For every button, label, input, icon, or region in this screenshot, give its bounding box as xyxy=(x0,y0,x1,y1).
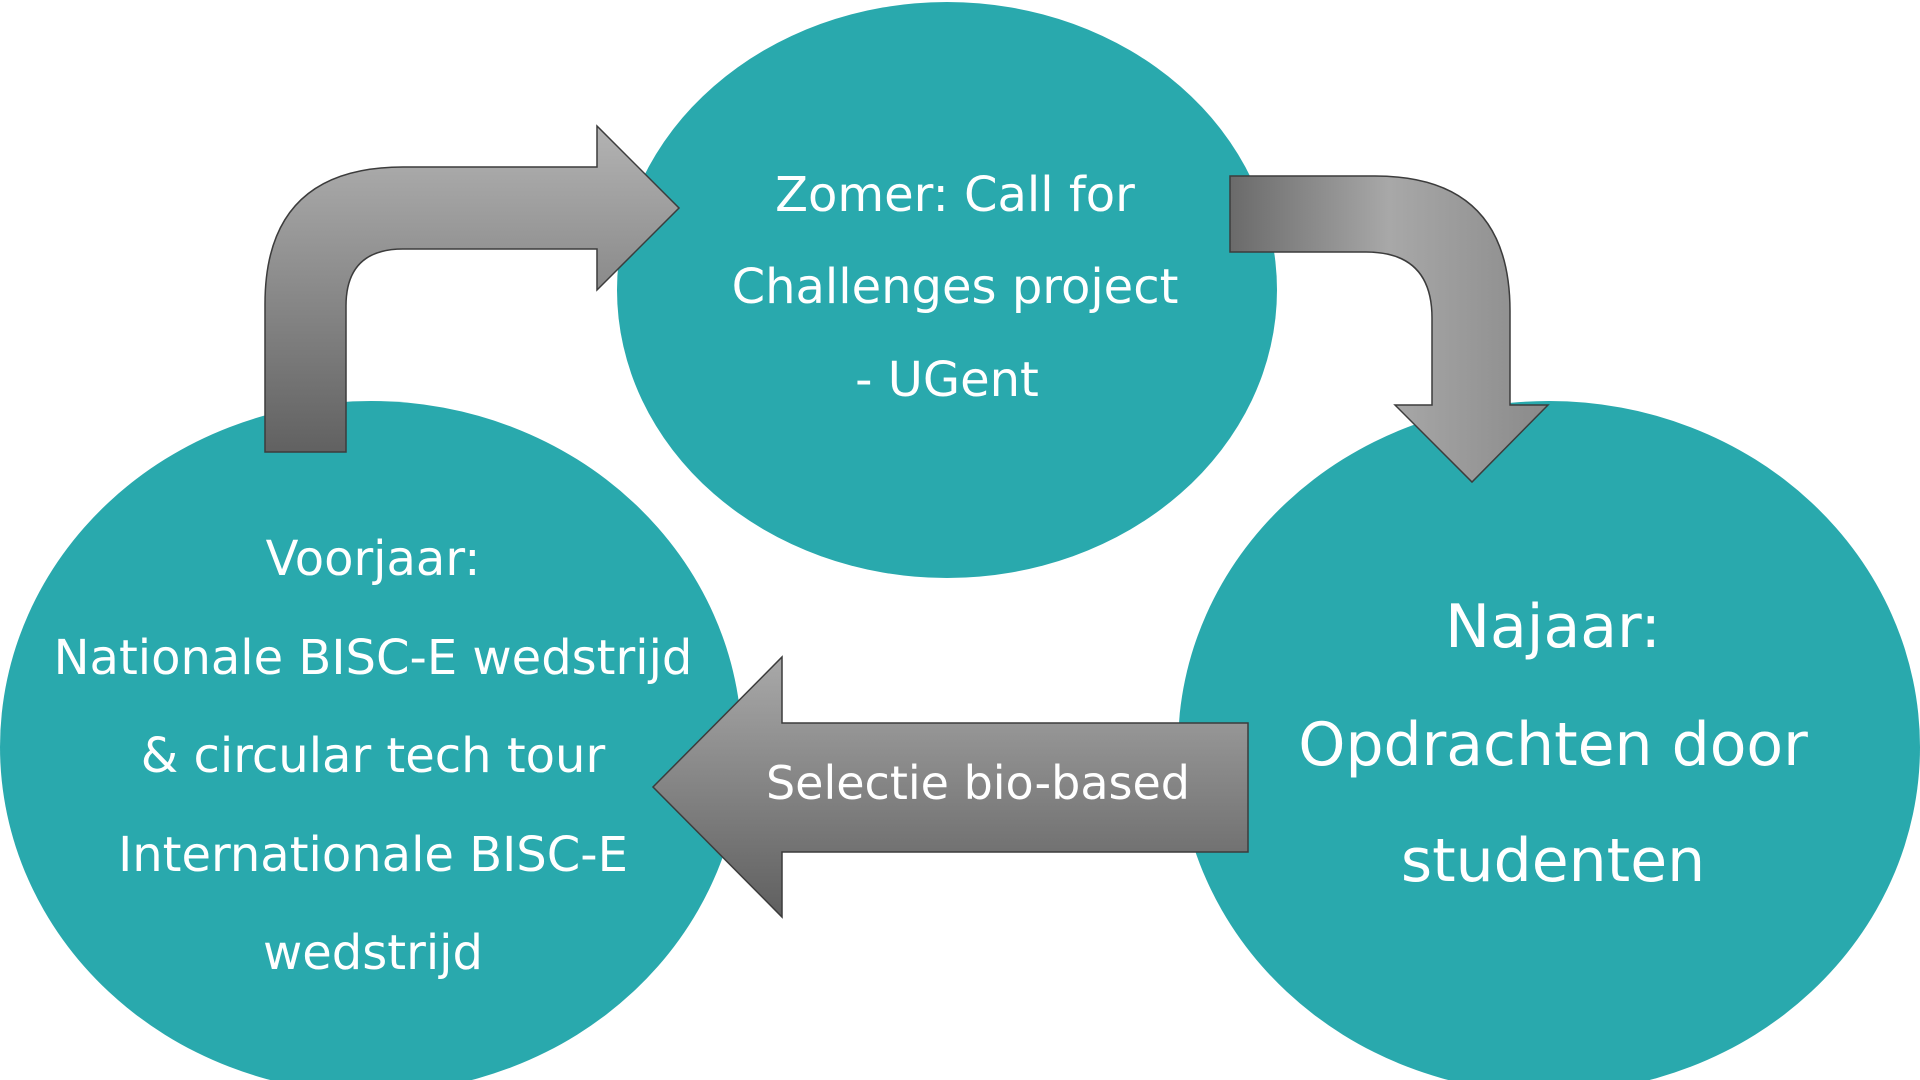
node-spring-ellipse xyxy=(0,401,742,1080)
node-autumn-line: Opdrachten door xyxy=(1298,710,1808,780)
node-summer-text: Zomer: Call for Challenges project - UGe… xyxy=(732,167,1179,408)
node-summer-line: Zomer: Call for xyxy=(775,167,1135,223)
node-autumn-line: studenten xyxy=(1401,826,1705,896)
arrow-summer-to-autumn xyxy=(1229,175,1550,484)
node-summer-ellipse xyxy=(617,2,1277,578)
node-summer-line: Challenges project xyxy=(732,259,1179,315)
node-spring-line: Internationale BISC-E xyxy=(118,827,628,883)
node-spring-line: wedstrijd xyxy=(263,925,483,981)
node-spring-text: Voorjaar: Nationale BISC-E wedstrijd & c… xyxy=(54,531,693,981)
arrow-autumn-to-spring-label: Selectie bio-based xyxy=(766,756,1190,810)
node-autumn-ellipse xyxy=(1178,401,1920,1080)
arrow-spring-to-summer xyxy=(264,124,681,453)
node-summer-line: - UGent xyxy=(855,352,1039,408)
node-autumn-text: Najaar: Opdrachten door studenten xyxy=(1298,592,1808,896)
node-spring-line: Voorjaar: xyxy=(266,531,481,587)
node-spring-line: & circular tech tour xyxy=(141,728,606,784)
node-spring-line: Nationale BISC-E wedstrijd xyxy=(54,630,693,686)
arrow-autumn-to-spring xyxy=(651,655,1249,919)
node-autumn-line: Najaar: xyxy=(1445,592,1661,662)
